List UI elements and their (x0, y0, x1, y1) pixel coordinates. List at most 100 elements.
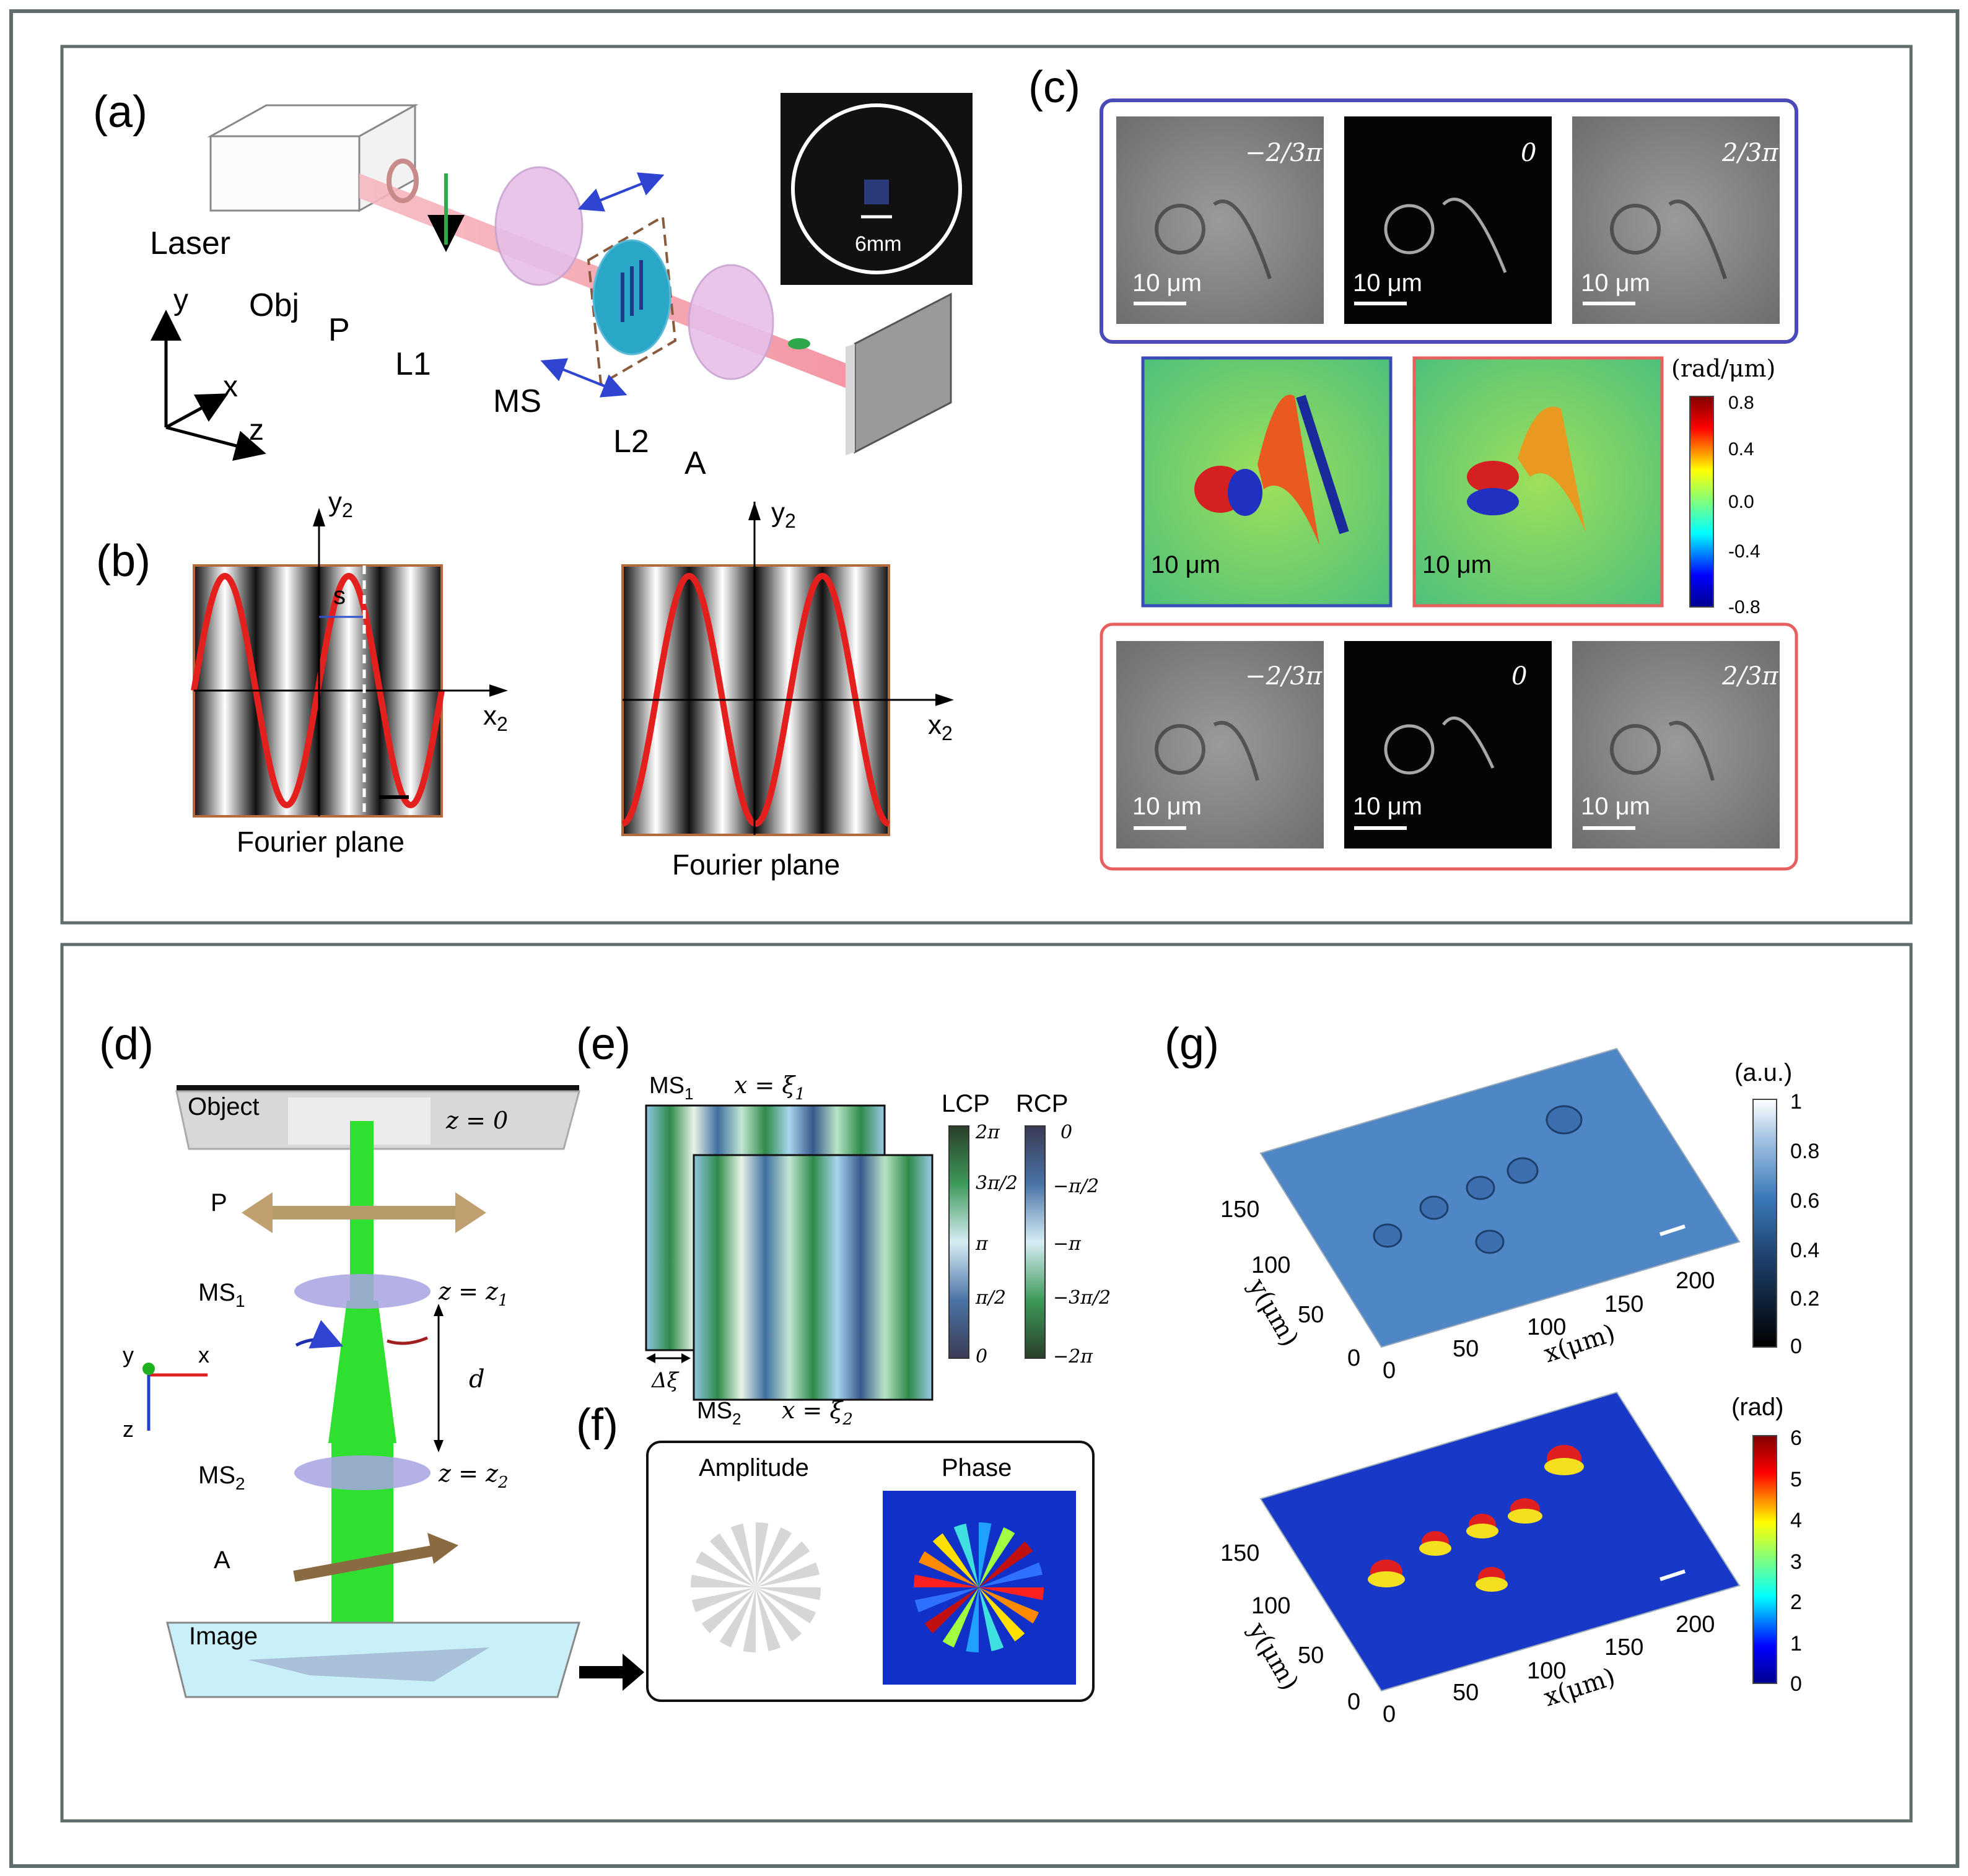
scale-bottom-3: 10 μm (1581, 793, 1650, 820)
label-ms: MS (493, 383, 541, 419)
top-colorbar-unit: (a.u.) (1734, 1059, 1792, 1086)
top-surface (1259, 1047, 1741, 1348)
star-wedge (756, 1587, 816, 1624)
panel-a: (a) 6mm La (93, 87, 973, 481)
top-phase-1: −2/3π (1245, 139, 1323, 167)
star-wedge (915, 1587, 979, 1613)
right-x-axis: x2 (928, 710, 953, 744)
bottom-cb-tick-7: 0 (1790, 1672, 1802, 1696)
scale-top-3: 10 μm (1581, 269, 1650, 297)
bottom-y-tick-4: 0 (1347, 1689, 1360, 1715)
laser-box (209, 135, 361, 212)
scale-map-1: 10 μm (1151, 551, 1220, 578)
gradient-colorbar (1689, 396, 1714, 608)
bottom-y-tick-1: 150 (1220, 1540, 1259, 1566)
bottom-phase-1: −2/3π (1245, 662, 1323, 691)
label-obj: Obj (249, 287, 299, 323)
rcp-title: RCP (1016, 1090, 1068, 1117)
sine-right (622, 572, 890, 827)
star-wedge (756, 1587, 781, 1651)
bottom-colorbar (1752, 1435, 1777, 1684)
colorbar-unit: (rad/μm) (1671, 355, 1775, 382)
bottom-x-tick-4: 150 (1604, 1634, 1643, 1660)
bottom-cb-tick-5: 2 (1790, 1590, 1802, 1614)
bottom-x-tick-3: 100 (1527, 1658, 1566, 1684)
scale-top-2: 10 μm (1353, 269, 1422, 297)
star-wedge (979, 1587, 1039, 1624)
top-x-tick-2: 50 (1453, 1336, 1479, 1362)
left-x-axis: x2 (483, 700, 508, 735)
image-label: Image (189, 1623, 258, 1650)
colorbar-tick-1: 0.8 (1728, 393, 1754, 413)
bottom-section-frame (60, 943, 1913, 1823)
star-wedge (932, 1533, 979, 1587)
inset-scale-label: 6mm (855, 232, 902, 256)
star-wedge (692, 1587, 756, 1613)
top-x-tick-3: 100 (1527, 1314, 1566, 1340)
top-x-tick-4: 150 (1604, 1291, 1643, 1317)
bottom-x-tick-5: 200 (1676, 1612, 1715, 1638)
label-l2: L2 (613, 424, 649, 460)
star-wedge (756, 1527, 792, 1587)
ms1-label: MS1 (198, 1279, 245, 1311)
star-wedge (756, 1541, 810, 1587)
star-wedge (979, 1522, 992, 1587)
ms2-disk (294, 1455, 431, 1490)
star-wedge (979, 1527, 1015, 1587)
outer-frame (9, 9, 1959, 1868)
bottom-y-tick-3: 50 (1298, 1643, 1324, 1669)
colorbar-tick-3: 0.0 (1728, 492, 1754, 512)
camera-sensor (854, 292, 952, 454)
a-label: A (214, 1547, 230, 1574)
scale-map-2: 10 μm (1422, 551, 1492, 578)
delta-label: Δξ (650, 1368, 680, 1393)
rcp-colorbar (1025, 1125, 1046, 1359)
axis-d-z: z (123, 1416, 134, 1442)
axis-d-x: x (198, 1342, 209, 1368)
lens-l2 (688, 264, 774, 380)
bottom-group-frame (1100, 622, 1798, 871)
star-wedge (942, 1587, 979, 1647)
bottom-y-tick-2: 100 (1251, 1593, 1290, 1619)
bottom-image-1 (1116, 641, 1324, 849)
objective-ring (387, 159, 419, 203)
top-image-2 (1344, 116, 1552, 324)
axis-y: y (173, 284, 188, 316)
panel-d-label: (d) (99, 1019, 154, 1069)
star-wedge (979, 1562, 1043, 1587)
star-wedge (919, 1551, 979, 1587)
phase-star (914, 1522, 1044, 1652)
bottom-y-label: y(μm) (1243, 1617, 1304, 1695)
phase-title: Phase (942, 1454, 1012, 1481)
star-wedge (756, 1587, 821, 1600)
bottom-cb-tick-6: 1 (1790, 1632, 1802, 1656)
star-wedge (701, 1587, 756, 1634)
top-colorbar (1752, 1099, 1777, 1348)
rcp-tick-4: −3π/2 (1053, 1287, 1111, 1309)
bottom-x-tick-1: 0 (1383, 1701, 1396, 1727)
right-caption: Fourier plane (672, 849, 840, 881)
axis-d-y: y (123, 1342, 134, 1368)
star-wedge (696, 1551, 756, 1587)
lcp-tick-3: π (975, 1233, 989, 1255)
label-a: A (684, 445, 706, 481)
star-wedge (966, 1587, 979, 1652)
star-wedge (691, 1574, 756, 1587)
lcp-tick-2: 3π/2 (976, 1172, 1018, 1194)
star-wedge (709, 1533, 756, 1587)
z1-label: z = z1 (438, 1278, 509, 1310)
axis-x: x (223, 370, 238, 403)
label-p: P (328, 312, 350, 348)
bottom-colorbar-unit: (rad) (1731, 1394, 1783, 1421)
scale-bottom-2: 10 μm (1353, 793, 1422, 820)
panel-e: (e) MS1 x = ξ1 MS2 x = ξ2 Δξ LCP 2π 3π/2… (576, 1019, 1111, 1429)
bottom-x-tick-2: 50 (1453, 1680, 1479, 1706)
star-wedge (719, 1587, 756, 1647)
star-wedge (924, 1587, 979, 1634)
z0-label: z = 0 (445, 1107, 508, 1134)
top-y-label: y(μm) (1243, 1273, 1304, 1351)
star-wedge (979, 1541, 1033, 1587)
colorbar-tick-2: 0.4 (1728, 439, 1754, 460)
top-phase-2: 0 (1521, 139, 1536, 167)
top-cb-tick-3: 0.6 (1790, 1189, 1819, 1213)
